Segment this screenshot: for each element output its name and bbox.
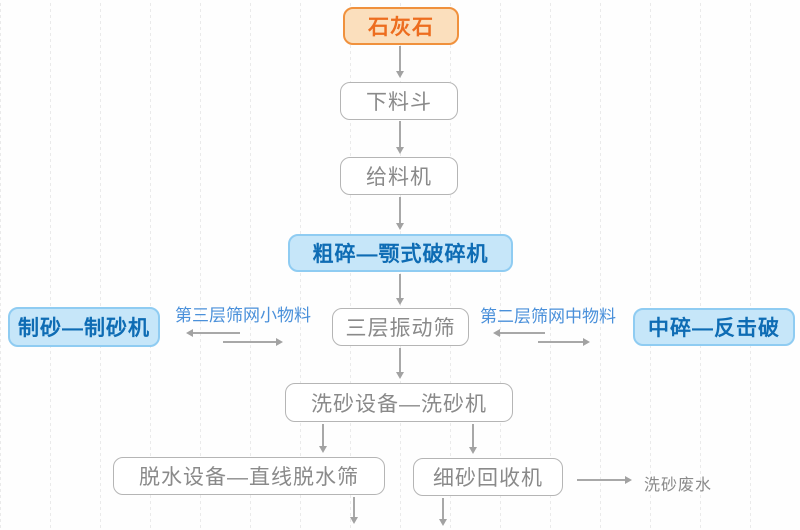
node-feeder: 给料机 bbox=[340, 157, 458, 195]
arrow-hopper-to-feeder bbox=[396, 121, 404, 154]
node-jaw-crusher: 粗碎—颚式破碎机 bbox=[288, 234, 513, 272]
node-sand-washer: 洗砂设备—洗砂机 bbox=[285, 383, 513, 422]
arrow-sand-maker-to-screen bbox=[223, 338, 283, 346]
node-fine-sand-recycler: 细砂回收机 bbox=[413, 458, 563, 496]
arrow-limestone-to-hopper bbox=[396, 46, 404, 78]
node-impact-crusher: 中碎—反击破 bbox=[633, 308, 795, 346]
arrow-feeder-to-jaw-crusher bbox=[396, 197, 404, 230]
label-washing-wastewater: 洗砂废水 bbox=[644, 477, 713, 494]
node-sand-maker: 制砂—制砂机 bbox=[8, 307, 160, 347]
edge-label-third-screen-fine-material: 第三层筛网小物料 bbox=[175, 306, 311, 325]
arrow-screen-to-sand-washer bbox=[396, 348, 404, 379]
arrow-jaw-crusher-to-screen bbox=[396, 274, 404, 305]
node-limestone: 石灰石 bbox=[343, 7, 459, 45]
node-hopper: 下料斗 bbox=[340, 82, 458, 120]
arrow-impact-crusher-to-screen bbox=[493, 329, 545, 337]
arrow-screen-to-impact-crusher bbox=[538, 338, 590, 346]
arrow-recycler-to-wastewater bbox=[577, 476, 632, 484]
arrow-recycler-down bbox=[439, 498, 447, 526]
node-vibrating-screen: 三层振动筛 bbox=[332, 308, 469, 346]
edge-label-second-screen-medium-material: 第二层筛网中物料 bbox=[480, 307, 616, 326]
arrow-washer-to-dewatering-screen bbox=[319, 424, 327, 453]
arrow-dewatering-screen-down bbox=[350, 497, 358, 524]
arrow-washer-to-fine-sand-recycler bbox=[469, 424, 477, 454]
node-dewatering-screen: 脱水设备—直线脱水筛 bbox=[113, 457, 385, 495]
arrow-screen-to-sand-maker bbox=[186, 329, 240, 337]
